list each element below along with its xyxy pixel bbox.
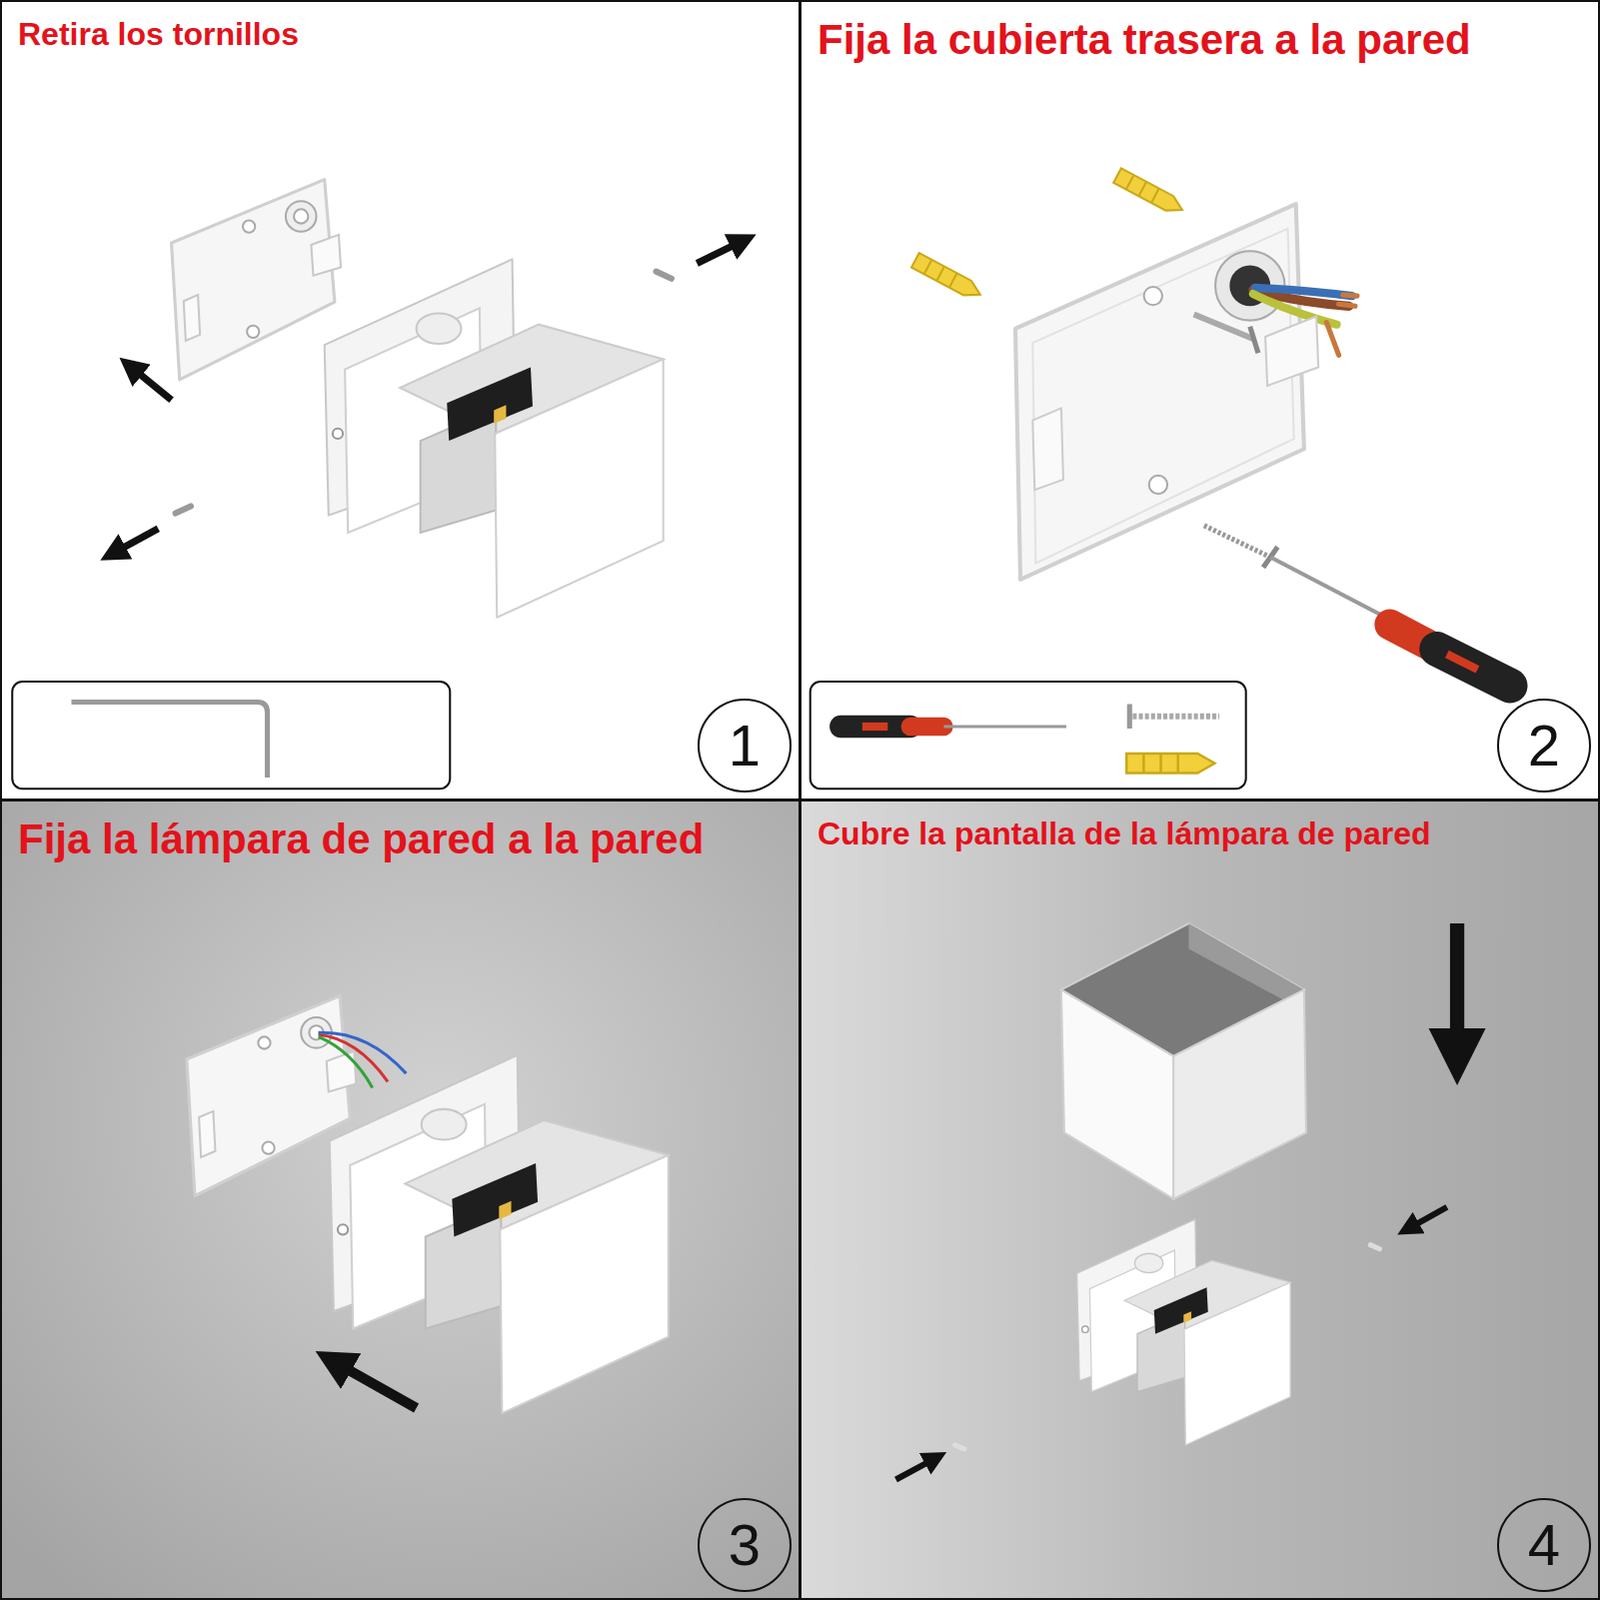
step-panel: Cubre la pantalla de la lámpara de pared…	[799, 799, 1600, 1600]
wire-ends	[1326, 294, 1358, 355]
step-panel: Retira los tornillos 1	[0, 0, 801, 801]
screwdriver-label	[1447, 653, 1479, 669]
screwdriver-shaft	[1270, 556, 1388, 618]
panel-ground	[800, 0, 1600, 801]
screwdriver-handle	[840, 715, 910, 738]
plate-hole	[1149, 475, 1168, 494]
step-number-circle: 4	[1497, 1498, 1592, 1593]
small-screw	[175, 505, 191, 513]
screw-head	[1127, 704, 1133, 730]
tool-box	[11, 681, 450, 789]
wire-blue	[1255, 287, 1353, 296]
step-number-circle: 1	[697, 698, 792, 793]
shade-inner-wall	[1189, 923, 1305, 1001]
wall-anchor	[1126, 753, 1215, 774]
small-screw	[1370, 1245, 1380, 1250]
screwdriver-shaft	[943, 724, 1067, 728]
back-plate	[171, 179, 341, 380]
step-panel: Fija la cubierta trasera a la pared 2	[799, 0, 1600, 801]
panel-ground	[0, 800, 801, 1600]
screwdriver-handle	[862, 722, 889, 731]
wall-lamp	[1077, 1219, 1292, 1446]
step-heading: Cubre la pantalla de la lámpara de pared	[817, 815, 1583, 853]
wall-lamp	[324, 258, 664, 617]
step-number: 1	[728, 716, 761, 775]
plate-clip	[1265, 316, 1319, 386]
panel-ground	[800, 800, 1600, 1600]
screwdriver-handle	[910, 717, 945, 736]
allen-key	[70, 701, 267, 778]
plate-screw-head	[1250, 326, 1259, 354]
panel-ground	[0, 0, 801, 801]
tool-box	[810, 681, 1247, 789]
step-number-circle: 2	[1497, 698, 1592, 793]
wire-blue	[318, 1032, 407, 1074]
direction-arrow	[1450, 923, 1465, 1052]
screwdriver-handle	[1437, 648, 1512, 686]
step-panel: Fija la lámpara de pared a la pared 3	[0, 799, 801, 1600]
step-number: 3	[728, 1516, 761, 1575]
direction-arrow	[132, 368, 172, 401]
direction-arrow	[114, 528, 158, 552]
wall-anchor	[1113, 167, 1187, 217]
plate-hole	[1144, 286, 1163, 305]
shade-face	[1173, 989, 1307, 1199]
wire-green	[318, 1036, 373, 1088]
direction-arrow	[696, 241, 741, 263]
small-screw	[656, 271, 672, 279]
plate-rim	[1032, 228, 1294, 564]
step-heading: Retira los tornillos	[17, 15, 783, 53]
step-heading: Fija la cubierta trasera a la pared	[817, 15, 1583, 64]
back-plate	[1015, 203, 1305, 580]
step-number-circle: 3	[697, 1498, 792, 1593]
direction-arrow	[895, 1459, 934, 1480]
step-number: 4	[1528, 1516, 1561, 1575]
plate-tab	[1032, 407, 1064, 490]
step-heading: Fija la lámpara de pared a la pared	[17, 815, 783, 864]
wire-earth	[1253, 293, 1338, 325]
direction-arrow	[336, 1363, 417, 1409]
screw	[1132, 713, 1220, 720]
wall-lamp	[329, 1055, 669, 1414]
shade-face	[1061, 989, 1174, 1199]
direction-arrow	[1410, 1207, 1448, 1228]
step-number: 2	[1528, 716, 1561, 775]
long-screw	[1204, 525, 1271, 558]
small-screw	[955, 1445, 965, 1450]
wall-anchor	[911, 252, 985, 302]
plate-screw	[1194, 313, 1254, 339]
